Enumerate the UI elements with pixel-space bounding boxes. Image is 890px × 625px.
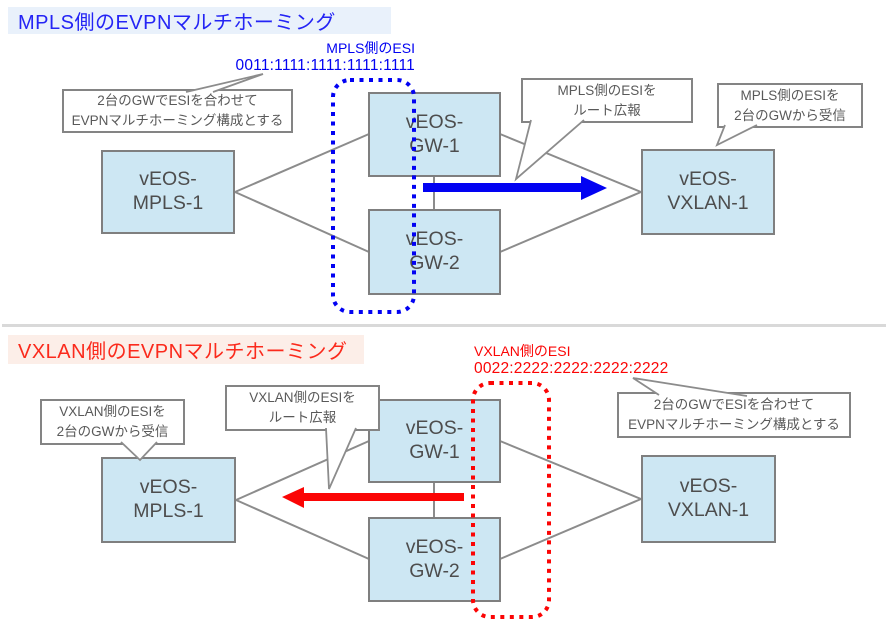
vxlan-esi-label: VXLAN側のESI 0022:2222:2222:2222:2222 [474, 343, 714, 378]
pointer-mpls-receive [715, 124, 758, 147]
callout-vxlan-advertise: VXLAN側のESIを ルート広報 [225, 385, 380, 431]
node-veos-gw-1-top: vEOS- GW-1 [368, 92, 501, 177]
link-mpls1-gw2-top [234, 191, 370, 253]
link-vxlan1-gw2-top [499, 191, 642, 253]
mpls-esi-value: 0011:1111:1111:1111:1111 [235, 56, 415, 74]
node-veos-gw-1-bottom: vEOS- GW-1 [368, 399, 501, 483]
link-vxlan1-gw1-top [499, 133, 642, 193]
callout-mpls-receive: MPLS側のESIを 2台のGWから受信 [717, 83, 863, 128]
link-mpls1-gw1-bottom [235, 440, 370, 501]
node-veos-gw-2-top: vEOS- GW-2 [368, 209, 501, 295]
mpls-esi-caption: MPLS側のESI [326, 40, 415, 56]
callout-mpls-advertise: MPLS側のESIを ルート広報 [521, 78, 693, 123]
node-veos-mpls-1-top: vEOS- MPLS-1 [101, 150, 235, 234]
mpls-section-title: MPLS側のEVPNマルチホーミング [8, 7, 391, 34]
mpls-esi-label: MPLS側のESI 0011:1111:1111:1111:1111 [225, 40, 415, 75]
node-veos-vxlan-1-top: vEOS- VXLAN-1 [641, 149, 775, 235]
vxlan-section-title: VXLAN側のEVPNマルチホーミング [8, 335, 364, 364]
callout-vxlan-configure: 2台のGWでESIを合わせて EVPNマルチホーミング構成とする [617, 392, 851, 438]
node-veos-gw-2-bottom: vEOS- GW-2 [368, 517, 501, 602]
pointer-vxlan-advertise [325, 427, 357, 490]
vxlan-esi-caption: VXLAN側のESI [474, 343, 571, 359]
callout-mpls-configure: 2台のGWでESIを合わせて EVPNマルチホーミング構成とする [62, 89, 293, 133]
node-veos-vxlan-1-bottom: vEOS- VXLAN-1 [641, 455, 776, 543]
vxlan-esi-value: 0022:2222:2222:2222:2222 [474, 359, 669, 377]
link-vxlan1-gw1-bottom [499, 440, 642, 500]
route-advertise-arrow-left-icon [282, 487, 464, 508]
callout-vxlan-receive: VXLAN側のESIを 2台のGWから受信 [40, 399, 185, 445]
link-vxlan1-gw2-bottom [499, 498, 642, 560]
link-mpls1-gw1-top [234, 133, 370, 193]
pointer-mpls-advertise [514, 119, 585, 182]
route-advertise-arrow-right-icon [423, 176, 607, 200]
node-veos-mpls-1-bottom: vEOS- MPLS-1 [101, 457, 236, 543]
section-divider [2, 324, 886, 327]
link-mpls1-gw2-bottom [235, 499, 370, 560]
